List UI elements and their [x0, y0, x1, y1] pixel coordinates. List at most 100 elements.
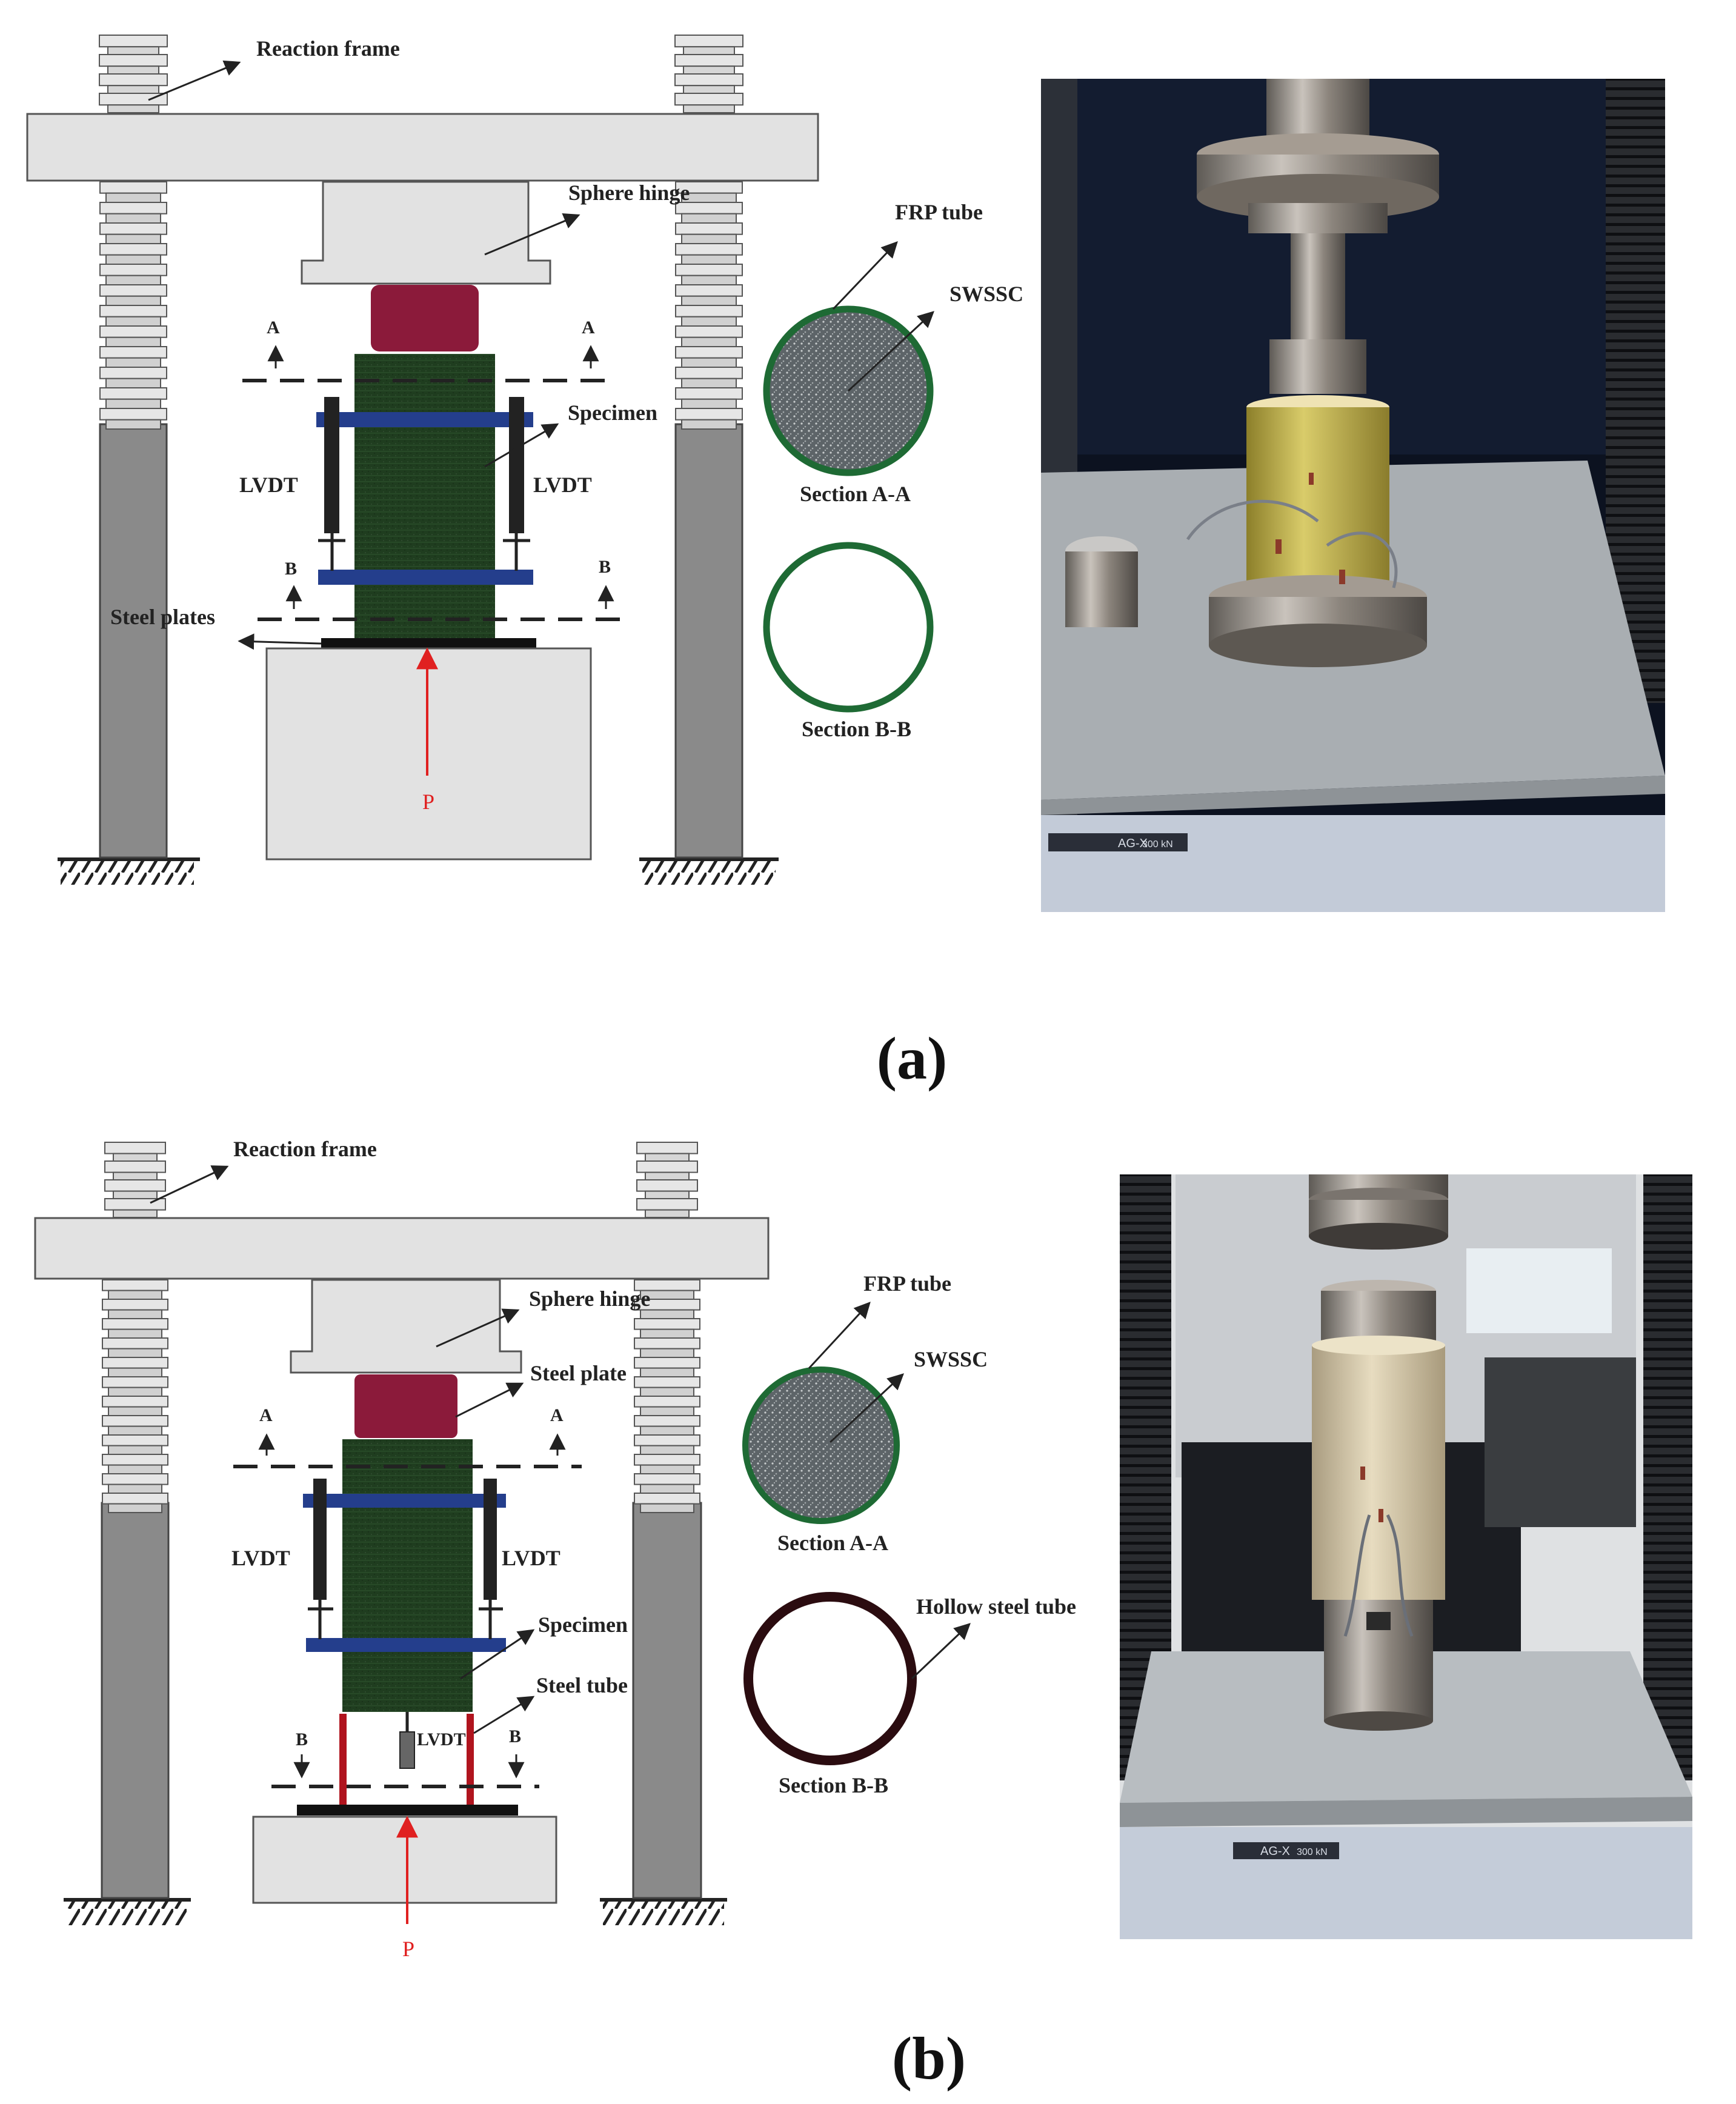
- lvdt-clamp-bottom: [318, 570, 533, 585]
- thread-core: [640, 1503, 694, 1514]
- nut-core: [645, 1153, 690, 1162]
- nut-core: [645, 1190, 690, 1199]
- thread-ring: [634, 1337, 700, 1350]
- nut: [674, 93, 743, 106]
- nut: [636, 1142, 698, 1154]
- steel-plate-b: [297, 1805, 518, 1816]
- thread-ring: [675, 325, 743, 338]
- thread-ring: [675, 367, 743, 379]
- label-sphere-hinge-b: Sphere hinge: [529, 1287, 650, 1311]
- thread-ring: [634, 1454, 700, 1466]
- label-hollow-steel-tube: Hollow steel tube: [916, 1594, 1076, 1619]
- thread-core: [105, 295, 161, 307]
- thread-ring: [102, 1299, 168, 1311]
- thread-core: [681, 213, 737, 224]
- label-frp-tube-b: FRP tube: [863, 1271, 951, 1296]
- nut-core: [107, 65, 159, 75]
- thread-ring: [102, 1473, 168, 1485]
- nut: [674, 35, 743, 48]
- thread-ring: [675, 264, 743, 276]
- nut: [674, 73, 743, 87]
- ground-left: [58, 857, 200, 885]
- thread-core: [681, 192, 737, 204]
- photo-b-capacity-text: 300 kN: [1297, 1847, 1328, 1857]
- label-swssc-b: SWSSC: [914, 1347, 988, 1371]
- thread-ring: [102, 1396, 168, 1408]
- thread-ring: [675, 408, 743, 421]
- machine-badge-a: [1048, 833, 1188, 851]
- label-steel-plates: Steel plates: [110, 605, 215, 629]
- thread-ring: [634, 1376, 700, 1388]
- thread-core: [681, 357, 737, 368]
- reaction-frame-beam-b: [34, 1217, 770, 1280]
- nut: [99, 73, 168, 87]
- label-section-a-left: A: [267, 318, 280, 338]
- thread-core: [681, 398, 737, 410]
- label-lvdt-left-b: LVDT: [231, 1546, 290, 1570]
- label-lvdt-right-b: LVDT: [502, 1546, 560, 1570]
- panel-b-sections: FRP tube SWSSC Section A-A Hollow steel …: [742, 1271, 1076, 1797]
- thread-core: [108, 1464, 162, 1475]
- ground-right-b: [600, 1898, 727, 1925]
- thread-ring: [102, 1279, 168, 1291]
- thread-core: [105, 419, 161, 430]
- thread-core: [105, 213, 161, 224]
- thread-ring: [102, 1454, 168, 1466]
- thread-ring: [99, 284, 167, 297]
- thread-ring: [675, 346, 743, 359]
- thread-ring: [99, 367, 167, 379]
- thread-ring: [99, 264, 167, 276]
- label-lvdt-right: LVDT: [533, 473, 592, 497]
- thread-core: [108, 1290, 162, 1300]
- nut-core: [683, 104, 735, 113]
- label-section-aa: Section A-A: [800, 482, 911, 506]
- label-specimen: Specimen: [568, 401, 657, 425]
- thread-ring: [675, 284, 743, 297]
- panel-b-photo: AG-X 300 kN: [1120, 1174, 1692, 1939]
- nut: [636, 1179, 698, 1192]
- label-steel-tube-b: Steel tube: [536, 1673, 628, 1697]
- loading-block: [371, 285, 479, 351]
- nut: [99, 54, 168, 67]
- lvdt-clamp-bottom-b: [306, 1638, 506, 1652]
- lvdt-left-b: [308, 1479, 333, 1639]
- thread-ring: [634, 1473, 700, 1485]
- thread-ring: [102, 1337, 168, 1350]
- thread-core: [105, 254, 161, 265]
- thread-ring: [99, 346, 167, 359]
- nut-core: [683, 65, 735, 75]
- thread-ring: [99, 243, 167, 256]
- thread-core: [640, 1406, 694, 1417]
- thread-core: [640, 1425, 694, 1436]
- reaction-frame-beam: [26, 113, 819, 182]
- thread-core: [681, 419, 737, 430]
- label-section-b-right: B: [599, 557, 611, 577]
- thread-ring: [99, 305, 167, 318]
- nut: [99, 93, 168, 106]
- section-bb-circle: [763, 542, 934, 713]
- label-swssc: SWSSC: [949, 282, 1023, 306]
- specimen: [354, 354, 495, 639]
- nut-core: [113, 1209, 158, 1218]
- thread-ring: [99, 202, 167, 215]
- sphere-hinge-b: [290, 1279, 522, 1374]
- thread-core: [108, 1406, 162, 1417]
- steel-plate: [321, 638, 536, 648]
- specimen-b: [342, 1439, 473, 1712]
- nut-core: [107, 46, 159, 55]
- thread-core: [681, 316, 737, 327]
- photo-a-machine-text: AG-X: [1118, 837, 1148, 850]
- nut: [636, 1160, 698, 1173]
- section-aa-circle-b: [742, 1367, 900, 1524]
- panel-a-schematic: Reaction frame Sphere hinge Specimen LVD…: [26, 35, 819, 885]
- nut-core: [113, 1153, 158, 1162]
- nut-core: [113, 1190, 158, 1199]
- thread-core: [640, 1464, 694, 1475]
- thread-ring: [102, 1493, 168, 1505]
- thread-ring: [675, 387, 743, 400]
- thread-core: [640, 1309, 694, 1320]
- lvdt-left: [318, 397, 345, 571]
- nut-core: [107, 104, 159, 113]
- label-load-b: P: [402, 1937, 414, 1961]
- caption-a: (a): [877, 1025, 948, 1092]
